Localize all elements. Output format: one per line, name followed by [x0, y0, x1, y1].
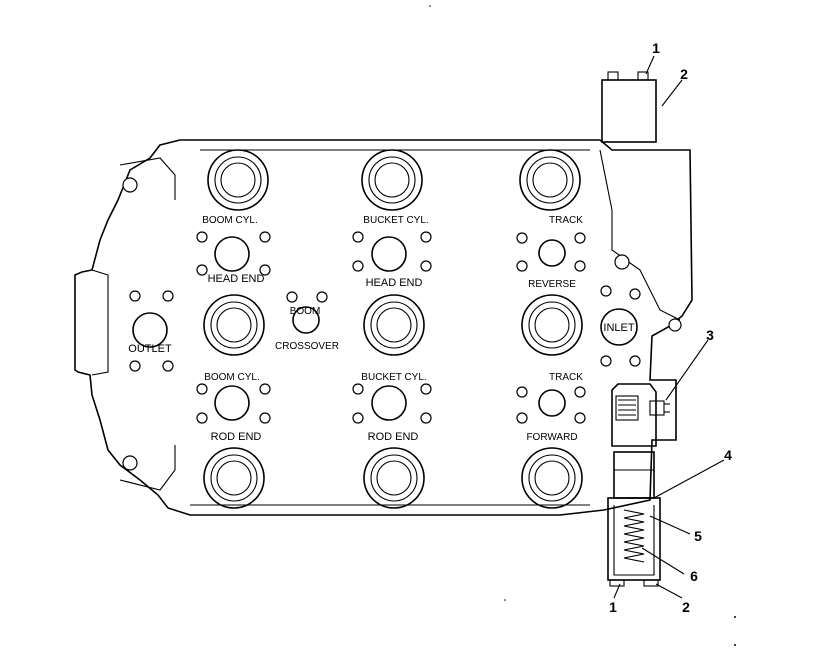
label-boom: BOOM: [290, 306, 321, 317]
scan-specks: [429, 5, 736, 646]
callout-1-bottom: 1: [609, 599, 617, 615]
label-inlet: INLET: [603, 322, 634, 334]
flange-ports: [129, 231, 641, 424]
label-boom-cyl-top: BOOM CYL.: [202, 215, 258, 226]
label-forward: FORWARD: [526, 432, 577, 443]
label-head-end-mid: HEAD END: [366, 277, 423, 289]
label-track-top: TRACK: [549, 215, 583, 226]
callout-2-bottom: 2: [682, 599, 690, 615]
callout-5: 5: [694, 528, 702, 544]
bolt-hole-bottom-left: [122, 455, 138, 471]
left-lobe: [119, 157, 176, 491]
top-cap-block: [601, 79, 657, 143]
callout-1-top: 1: [652, 40, 660, 56]
callout-4: 4: [724, 447, 732, 463]
label-head-end-left: HEAD END: [208, 273, 265, 285]
top-cap-bolt-left: [607, 71, 619, 81]
label-bucket-cyl-top: BUCKET CYL.: [363, 215, 428, 226]
label-track-bottom: TRACK: [549, 372, 583, 383]
bolt-hole-right-lobe: [668, 318, 682, 332]
large-ports: [203, 149, 583, 509]
callout-leaders: [613, 55, 725, 599]
label-rod-end-mid: ROD END: [368, 431, 419, 443]
left-flange: [91, 269, 109, 376]
top-cap-bolt-right: [637, 71, 649, 81]
bolt-hole-right: [614, 254, 630, 270]
label-bucket-cyl-bottom: BUCKET CYL.: [361, 372, 426, 383]
label-crossover: CROSSOVER: [275, 341, 339, 352]
label-reverse: REVERSE: [528, 279, 576, 290]
label-boom-cyl-bottom: BOOM CYL.: [204, 372, 260, 383]
callout-2-top: 2: [680, 66, 688, 82]
relief-valve-section: [607, 383, 670, 587]
callout-3: 3: [706, 327, 714, 343]
label-rod-end-left: ROD END: [211, 431, 262, 443]
label-outlet: OUTLET: [128, 343, 172, 355]
bolt-hole-top-left: [122, 177, 138, 193]
callout-6: 6: [690, 568, 698, 584]
